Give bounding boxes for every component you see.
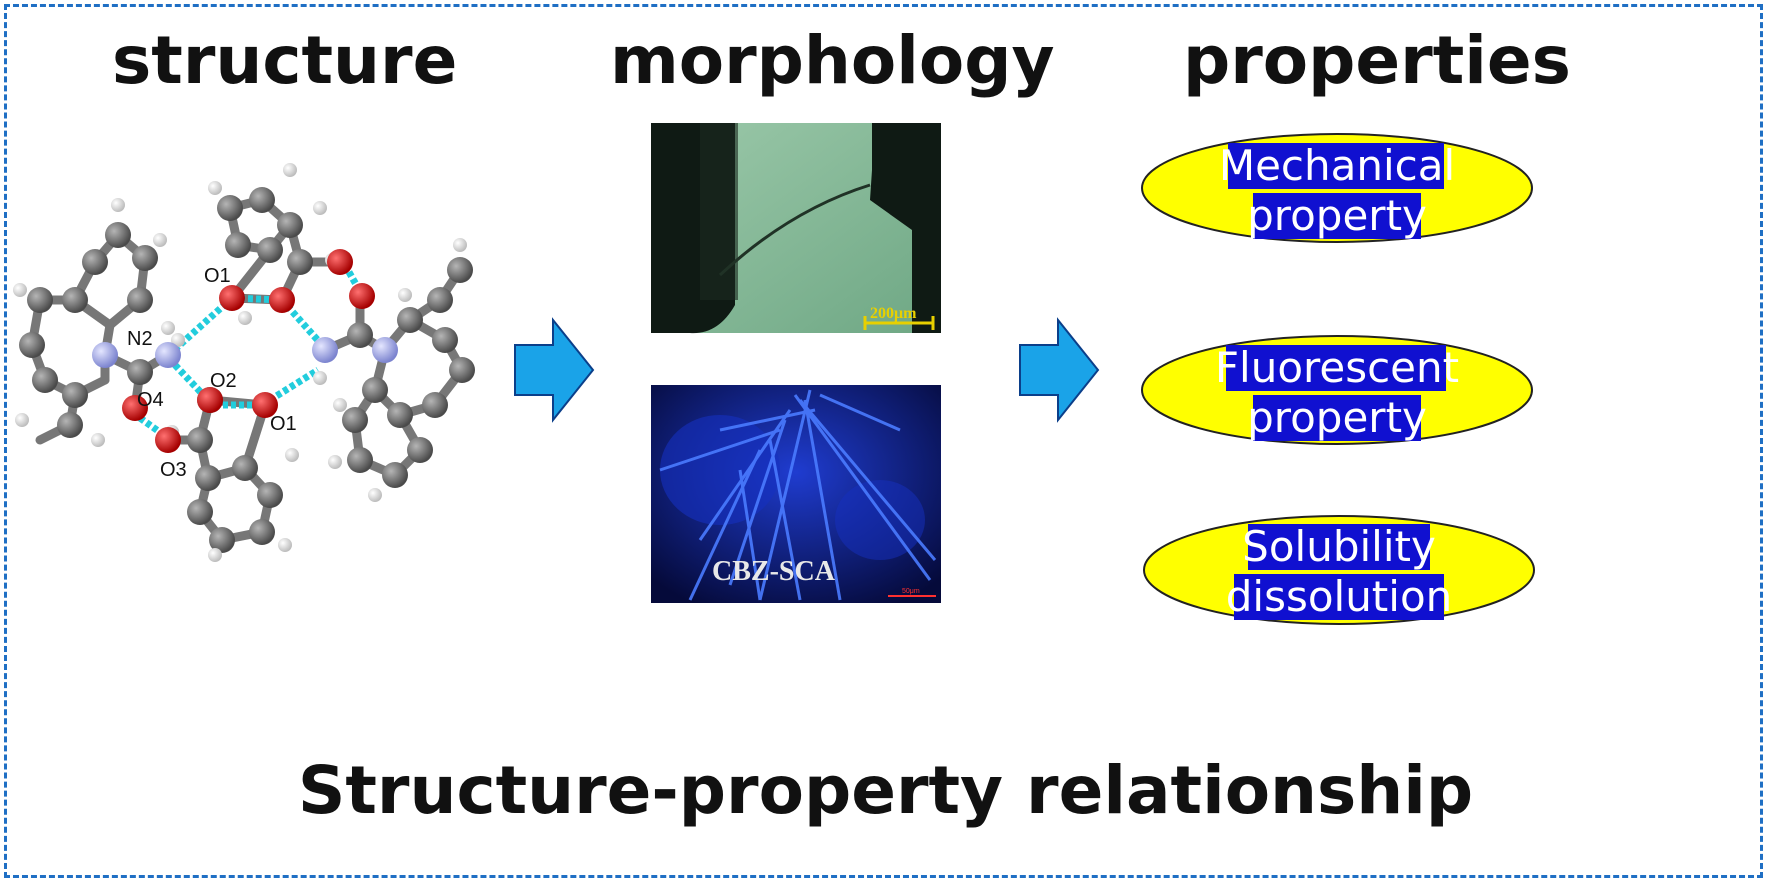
hydrogen-atoms [13, 163, 467, 562]
nitrogen-atoms [92, 337, 398, 368]
property-label-line2: dissolution [1226, 572, 1453, 621]
micrograph-fiber-bending: 200μm [651, 123, 941, 334]
property-label-line1: Fluorescent [1215, 343, 1459, 392]
micrograph-caption: CBZ-SCA [712, 556, 836, 587]
property-label-line2: property [1247, 191, 1427, 240]
properties-heading: properties [1183, 22, 1571, 99]
atom-label-o4: O4 [137, 389, 164, 411]
atom-label-o2: O2 [210, 370, 237, 392]
atom-label-o3: O3 [160, 459, 187, 481]
morphology-heading: morphology [610, 22, 1055, 99]
property-solubility: Solubility dissolution [1143, 515, 1535, 625]
property-label-line1: Solubility [1242, 522, 1436, 571]
bottom-scale-bar-label: 50μm [902, 588, 920, 595]
structure-heading: structure [112, 22, 458, 99]
atom-label-o1-right: O1 [270, 413, 297, 435]
atom-label-n2: N2 [127, 328, 153, 350]
arrow-structure-to-morphology [514, 317, 595, 423]
footer-title: Structure-property relationship [297, 752, 1474, 829]
atom-label-o1-top: O1 [204, 265, 231, 287]
top-scale-bar-label: 200μm [870, 305, 917, 322]
molecular-structure: O1 N2 O2 O4 O1 O3 [13, 163, 475, 562]
property-fluorescent: Fluorescent property [1141, 335, 1533, 445]
dashed-frame [4, 4, 1763, 878]
micrograph-fluorescence: CBZ-SCA 50μm [651, 385, 941, 603]
property-label-line2: property [1247, 393, 1427, 442]
property-mechanical: Mechanical property [1141, 133, 1533, 243]
arrow-morphology-to-properties [1019, 317, 1100, 423]
property-label-line1: Mechanical [1219, 141, 1455, 190]
carbon-atoms [19, 187, 475, 553]
oxygen-atoms [122, 249, 375, 453]
